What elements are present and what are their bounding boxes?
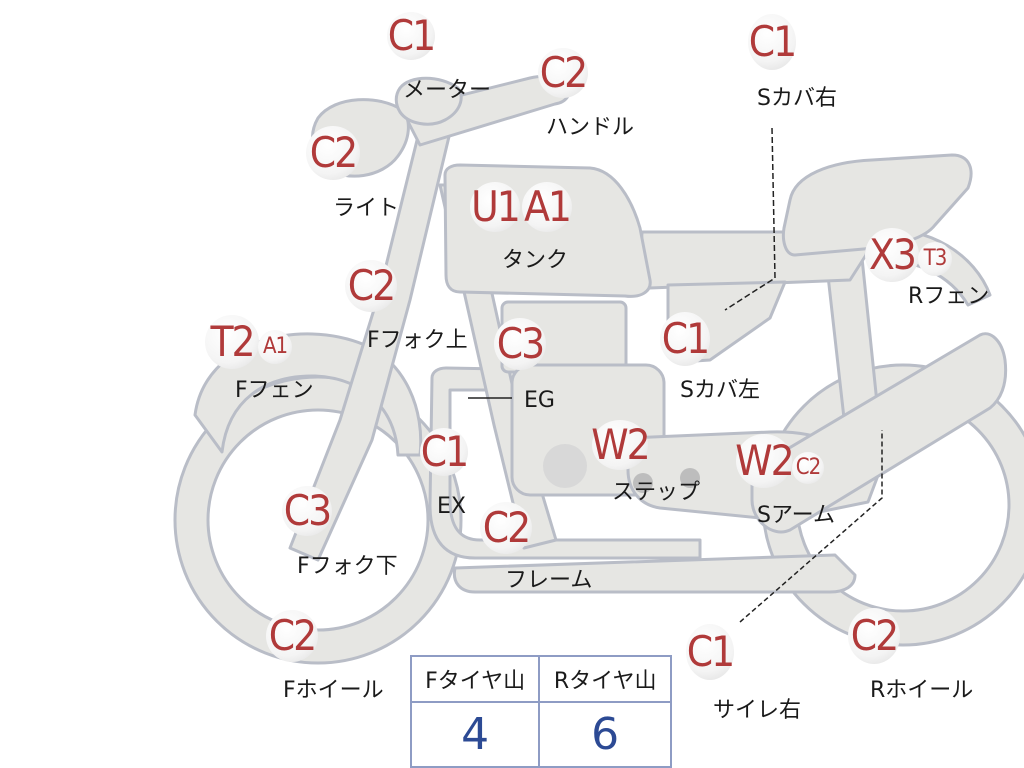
part-label: Rホイール xyxy=(870,678,974,703)
part-label: フレーム xyxy=(505,568,593,593)
code-badge: C2 xyxy=(480,502,532,554)
code-badge: C2 xyxy=(306,126,360,180)
code-badge: C2 xyxy=(848,608,900,664)
part-label: メーター xyxy=(403,78,492,103)
step-peg-right xyxy=(680,468,700,488)
code-badge: C1 xyxy=(748,14,797,70)
code-badge: A1 xyxy=(522,182,572,232)
code-badge: C1 xyxy=(420,427,469,476)
front-tread-value: 4 xyxy=(409,701,541,768)
seat xyxy=(781,153,973,257)
part-label: EX xyxy=(437,494,466,519)
part-label: Fホイール xyxy=(283,678,384,703)
code-badge: U1 xyxy=(470,182,521,232)
exhaust-pipe xyxy=(452,553,857,594)
code-badge: T3 xyxy=(918,242,952,276)
leader-muffler-right xyxy=(739,430,883,623)
part-label: EG xyxy=(524,388,555,413)
code-badge: C1 xyxy=(387,11,436,60)
part-label: Fフォク上 xyxy=(367,328,468,353)
part-label: ハンドル xyxy=(546,115,635,140)
muffler xyxy=(750,332,1008,534)
part-label: Fフェン xyxy=(235,378,314,403)
code-badge: W2 xyxy=(591,420,651,470)
step-peg-left xyxy=(633,473,653,493)
part-label: タンク xyxy=(502,248,569,273)
front-fork-shape xyxy=(288,118,454,562)
part-label: Sアーム xyxy=(757,503,835,528)
code-badge: C1 xyxy=(660,312,710,366)
frame-tube xyxy=(428,366,702,560)
rear-tread-value: 6 xyxy=(538,701,672,768)
code-badge: C1 xyxy=(686,624,735,680)
code-badge: X3 xyxy=(865,228,919,282)
code-badge: C3 xyxy=(282,486,332,536)
code-badge: T2 xyxy=(205,315,259,369)
tire-tread-table: Fタイヤ山 Rタイヤ山 4 6 xyxy=(409,655,672,768)
code-badge: C3 xyxy=(494,318,546,370)
part-label: ステップ xyxy=(612,480,701,505)
front-tread-header: Fタイヤ山 xyxy=(409,655,541,703)
meter-shape xyxy=(394,76,463,126)
leader-s-cover-right xyxy=(724,127,776,311)
part-label: Sカバ右 xyxy=(757,86,837,111)
part-label: ライト xyxy=(333,196,400,221)
part-label: Fフォク下 xyxy=(297,554,398,579)
code-badge: C2 xyxy=(792,452,824,484)
engine-cover-circle xyxy=(543,444,587,488)
part-label: Sカバ左 xyxy=(680,378,760,403)
code-badge: C2 xyxy=(538,48,588,98)
code-badge: C2 xyxy=(266,610,318,662)
part-label: サイレ右 xyxy=(713,698,802,723)
code-badge: A1 xyxy=(258,330,292,364)
rear-tread-header: Rタイヤ山 xyxy=(538,655,672,703)
code-badge: W2 xyxy=(735,434,795,488)
code-badge: C2 xyxy=(345,260,397,312)
part-label: Rフェン xyxy=(908,284,990,309)
